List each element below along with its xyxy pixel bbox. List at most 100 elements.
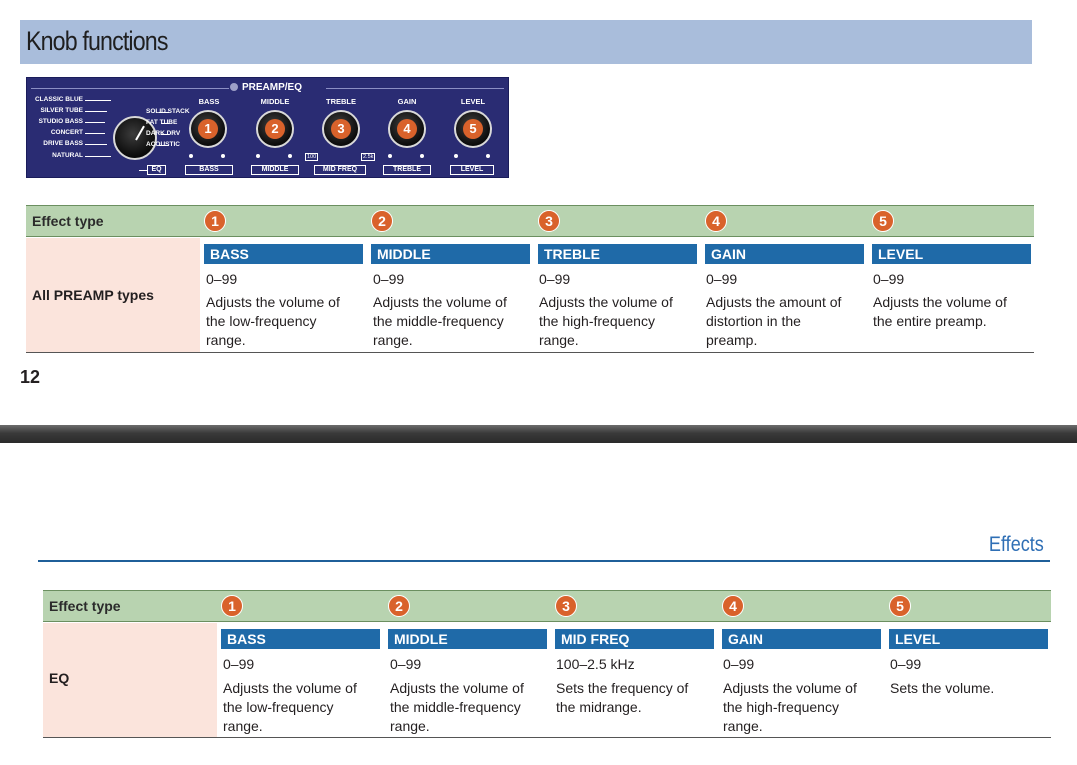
panel-divider: [326, 88, 504, 89]
knob-number: 3: [331, 119, 351, 139]
panel-divider: [31, 88, 229, 89]
knob-top-label: GAIN: [397, 97, 417, 106]
column-title: LEVEL: [889, 629, 1048, 649]
knob-dot: [420, 154, 424, 158]
column-range: 100–2.5 kHz: [556, 656, 635, 672]
column-title: BASS: [221, 629, 380, 649]
type-label: CLASSIC BLUE: [34, 96, 83, 103]
column-description: Adjusts the volume of the high-frequency…: [539, 294, 673, 348]
treble-knob: 3: [322, 110, 360, 148]
row-label-cell: All PREAMP types: [26, 238, 200, 352]
eq-box: EQ: [147, 165, 166, 175]
type-label: STUDIO BASS: [38, 118, 83, 125]
type-label: DRIVE BASS: [43, 140, 83, 147]
badge-icon: 1: [221, 595, 243, 617]
badge-icon: 1: [204, 210, 226, 232]
column-description: Adjusts the volume of the middle-frequen…: [390, 680, 524, 734]
page-separator: [0, 425, 1077, 443]
type-selector-knob: [113, 116, 157, 160]
badge-icon: 2: [388, 595, 410, 617]
knob-top-label: MIDDLE: [260, 97, 290, 106]
column-description: Adjusts the volume of the low-frequency …: [223, 680, 357, 734]
column-title: TREBLE: [538, 244, 697, 264]
column-title: MID FREQ: [555, 629, 714, 649]
knob-dot: [454, 154, 458, 158]
type-tick: [85, 111, 107, 112]
knob-top-label: LEVEL: [460, 97, 486, 106]
type-tick: [161, 134, 169, 135]
column-title: MIDDLE: [371, 244, 530, 264]
eq-table: Effect type 1 2 3 4 5 EQ BASS MIDDLE MID…: [43, 590, 1051, 738]
column-title: BASS: [204, 244, 363, 264]
column-range: 0–99: [206, 271, 238, 287]
indicator-icon: [230, 83, 238, 91]
column-range: 0–99: [373, 271, 405, 287]
column-description: Adjusts the volume of the entire preamp.: [873, 294, 1007, 329]
badge-icon: 3: [538, 210, 560, 232]
type-tick: [85, 133, 105, 134]
knob-bottom-label: MID FREQ: [314, 165, 366, 175]
column-range: 0–99: [890, 656, 922, 672]
column-range: 0–99: [539, 271, 571, 287]
table-rule: [26, 352, 1034, 353]
knob-bottom-label: LEVEL: [450, 165, 494, 175]
heading-rule: [38, 560, 1050, 562]
knob-dot: [388, 154, 392, 158]
table-header-row: Effect type 1 2 3 4 5: [26, 205, 1034, 237]
column-range: 0–99: [723, 656, 755, 672]
knob-top-label: TREBLE: [326, 97, 356, 106]
column-title: LEVEL: [872, 244, 1031, 264]
badge-icon: 2: [371, 210, 393, 232]
column-description: Adjusts the volume of the low-frequency …: [206, 294, 340, 348]
knob-pointer: [135, 125, 145, 141]
table-rule: [43, 737, 1051, 738]
type-label: ACOUSTIC: [146, 141, 180, 148]
knob-dot: [256, 154, 260, 158]
type-label: NATURAL: [52, 152, 83, 159]
header-label: Effect type: [32, 213, 104, 229]
bass-knob: 1: [189, 110, 227, 148]
section-title: Knob functions: [26, 26, 168, 56]
preamp-eq-panel: PREAMP/EQ CLASSIC BLUE SILVER TUBE STUDI…: [26, 77, 509, 178]
type-label: SILVER TUBE: [40, 107, 84, 114]
preamp-table: Effect type 1 2 3 4 5 All PREAMP types B…: [26, 205, 1034, 353]
column-title: GAIN: [705, 244, 864, 264]
column-description: Adjusts the volume of the middle-frequen…: [373, 294, 507, 348]
knob-top-label: BASS: [198, 97, 220, 106]
knob-number: 4: [397, 119, 417, 139]
knob-dot: [189, 154, 193, 158]
knob-number: 1: [198, 119, 218, 139]
column-description: Sets the frequency of the midrange.: [556, 680, 689, 715]
knob-number: 5: [463, 119, 483, 139]
badge-icon: 5: [872, 210, 894, 232]
section-header: Knob functions: [20, 20, 1032, 64]
knob-bottom-label: TREBLE: [383, 165, 431, 175]
knob-number: 2: [265, 119, 285, 139]
badge-icon: 5: [889, 595, 911, 617]
header-label: Effect type: [49, 598, 121, 614]
row-label-cell: EQ: [43, 623, 217, 737]
knob-dot: [288, 154, 292, 158]
knob-dot: [486, 154, 490, 158]
type-label: FAT TUBE: [146, 119, 178, 126]
column-range: 0–99: [390, 656, 422, 672]
row-label: EQ: [49, 670, 70, 686]
column-description: Sets the volume.: [890, 680, 995, 696]
column-range: 0–99: [873, 271, 905, 287]
gain-knob: 4: [388, 110, 426, 148]
column-title: GAIN: [722, 629, 881, 649]
badge-icon: 4: [705, 210, 727, 232]
knob-dot: [221, 154, 225, 158]
type-tick: [85, 156, 111, 157]
type-tick: [85, 100, 111, 101]
row-label: All PREAMP types: [32, 287, 154, 303]
column-description: Adjusts the volume of the high-frequency…: [723, 680, 857, 734]
type-label: SOLID STACK: [146, 108, 190, 115]
type-tick: [85, 122, 105, 123]
middle-knob: 2: [256, 110, 294, 148]
type-tick: [139, 170, 147, 171]
type-tick: [159, 145, 169, 146]
knob-bottom-label: MIDDLE: [251, 165, 299, 175]
table-header-row: Effect type 1 2 3 4 5: [43, 590, 1051, 622]
page-number: 12: [20, 367, 41, 387]
